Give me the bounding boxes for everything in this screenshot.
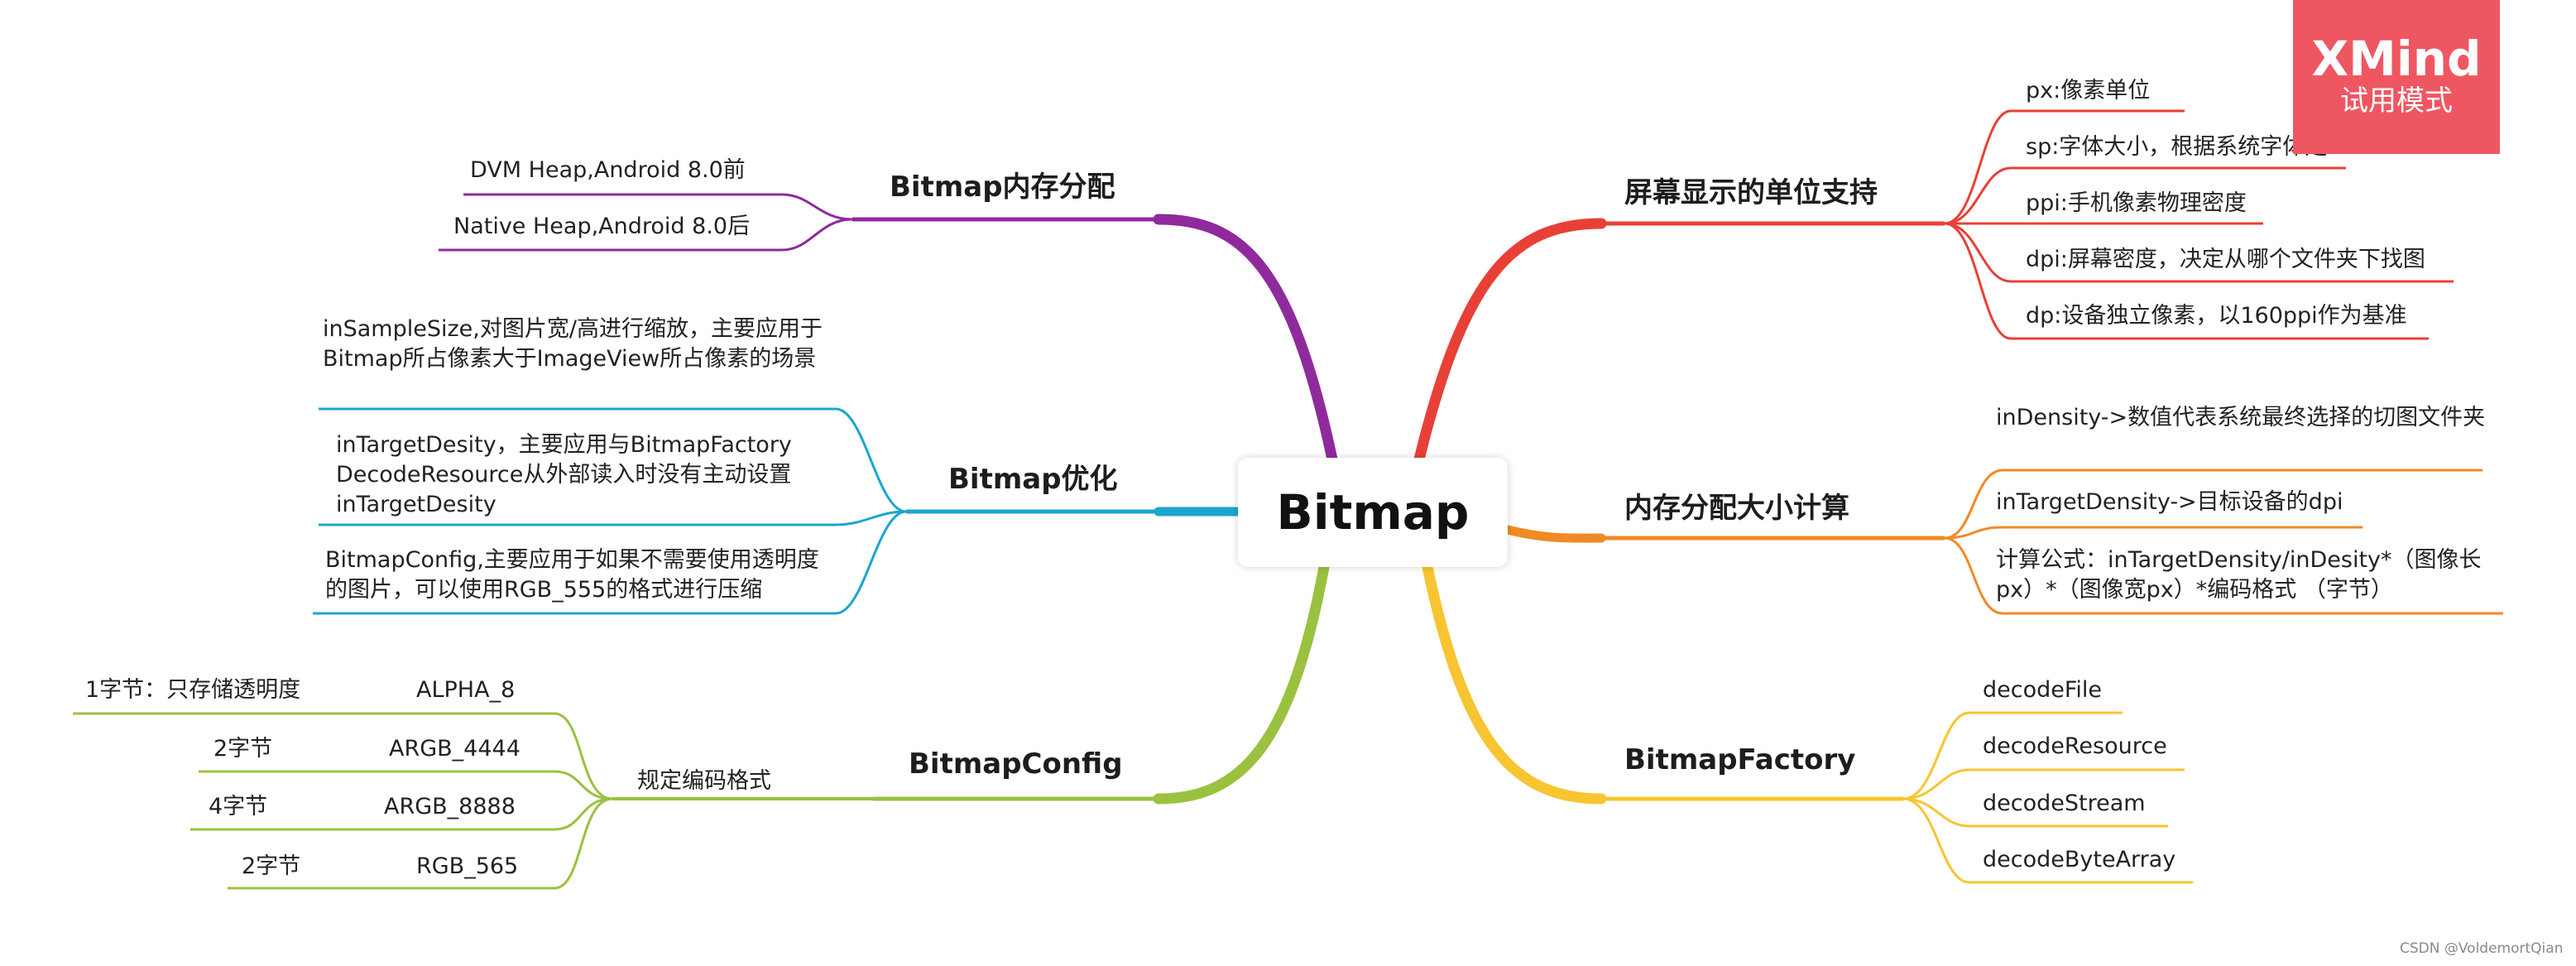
leaf-native-heap[interactable]: Native Heap,Android 8.0后	[453, 214, 751, 239]
edge-leaf	[1944, 469, 2482, 540]
format-argb-4444[interactable]: ARGB_4444	[389, 736, 520, 762]
edge-leaf	[397, 712, 613, 800]
edge-leaf	[439, 218, 853, 252]
central-topic-label: Bitmap	[1276, 484, 1470, 541]
leaf-decode-file[interactable]: decodeFile	[1983, 677, 2103, 703]
branch-optimization[interactable]: Bitmap优化	[948, 463, 1118, 496]
leaf-in-density[interactable]: inDensity->数值代表系统最终选择的切图文件夹	[1996, 405, 2486, 430]
note-rgb-565[interactable]: 2字节	[242, 853, 301, 879]
leaf-in-target-desity[interactable]: inTargetDesity，主要应用与BitmapFactory Decode…	[336, 432, 792, 517]
edge-leaf	[1902, 768, 2185, 800]
xmind-trial-mode: 试用模式	[2340, 84, 2453, 118]
note-argb-8888[interactable]: 4字节	[209, 794, 268, 819]
edge-leaf	[1944, 222, 2454, 283]
leaf-in-target-density[interactable]: inTargetDensity->目标设备的dpi	[1996, 489, 2343, 515]
branch-bitmap-config[interactable]: BitmapConfig	[909, 747, 1123, 781]
format-argb-8888[interactable]: ARGB_8888	[384, 794, 516, 819]
leaf-in-sample-size[interactable]: inSampleSize,对图片宽/高进行缩放，主要应用于Bitmap所占像素大…	[323, 316, 823, 372]
edge-leaf	[1944, 109, 2185, 225]
edge-leaf	[463, 193, 853, 221]
format-alpha-8[interactable]: ALPHA_8	[416, 677, 516, 703]
format-rgb-565[interactable]: RGB_565	[416, 853, 519, 879]
edge-bitmap-factory	[1422, 561, 1607, 805]
edge-leaf	[319, 510, 907, 526]
edge-leaf	[319, 407, 907, 513]
config-encoding-format[interactable]: 规定编码格式	[637, 768, 771, 794]
branch-screen-units[interactable]: 屏幕显示的单位支持	[1624, 176, 1878, 209]
csdn-credit: CSDN @VoldemortQian	[2400, 940, 2564, 957]
edge-leaf	[364, 770, 613, 800]
leaf-bitmap-config-compress[interactable]: BitmapConfig,主要应用于如果不需要使用透明度的图片，可以使用RGB_…	[325, 547, 819, 603]
edge-leaf	[1902, 711, 2123, 800]
leaf-decode-stream[interactable]: decodeStream	[1983, 791, 2146, 816]
edge-bitmap-config	[1153, 561, 1330, 805]
leaf-decode-byte-array[interactable]: decodeByteArray	[1983, 847, 2176, 872]
edge-leaf	[1902, 797, 2193, 884]
branch-memory-alloc[interactable]: Bitmap内存分配	[890, 171, 1115, 204]
leaf-dp[interactable]: dp:设备独立像素，以160ppi作为基准	[2026, 303, 2407, 329]
central-topic[interactable]: Bitmap	[1238, 458, 1508, 567]
leaf-calc-formula[interactable]: 计算公式：inTargetDensity/inDesity*（图像长px）*（图…	[1996, 547, 2482, 603]
edge-leaf	[397, 797, 613, 890]
leaf-px[interactable]: px:像素单位	[2026, 78, 2151, 103]
edge-leaf	[1902, 797, 2168, 828]
edge-leaf	[360, 797, 613, 831]
leaf-decode-resource[interactable]: decodeResource	[1983, 733, 2167, 759]
edge-screen-units	[1413, 218, 1607, 465]
xmind-brand: XMind	[2311, 31, 2482, 87]
edge-leaf	[1944, 536, 2503, 615]
branch-size-calc[interactable]: 内存分配大小计算	[1624, 492, 1849, 525]
leaf-dpi[interactable]: dpi:屏幕密度，决定从哪个文件夹下找图	[2026, 247, 2425, 272]
edge-size-calc	[1503, 525, 1606, 543]
leaf-ppi[interactable]: ppi:手机像素物理密度	[2026, 190, 2247, 216]
note-alpha-8[interactable]: 1字节：只存储透明度	[85, 677, 301, 703]
leaf-sp[interactable]: sp:字体大小，根据系统字体走	[2026, 134, 2328, 160]
edge-memory-alloc	[1153, 214, 1338, 465]
leaf-dvm-heap[interactable]: DVM Heap,Android 8.0前	[470, 157, 746, 183]
edge-leaf	[1944, 526, 2363, 540]
edge-leaf	[1944, 222, 2429, 340]
xmind-trial-badge: XMind 试用模式	[2293, 0, 2500, 154]
edge-leaf	[1944, 166, 2346, 225]
note-argb-4444[interactable]: 2字节	[213, 736, 273, 762]
branch-bitmap-factory[interactable]: BitmapFactory	[1624, 743, 1856, 776]
edge-leaf	[313, 510, 907, 615]
